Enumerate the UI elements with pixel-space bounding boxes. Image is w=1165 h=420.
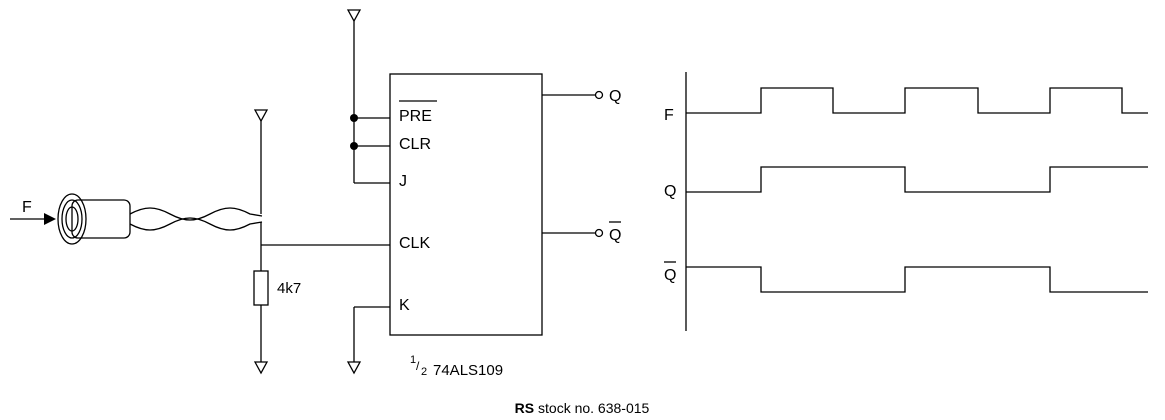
junction-dot [350, 142, 358, 150]
top-supply [346, 9, 390, 184]
pin-clr: CLR [399, 136, 431, 153]
footer-brand: RS [515, 400, 534, 416]
left-supply: 4k7 [253, 109, 390, 375]
output-q-bar: Q [609, 227, 621, 244]
supply-triangle-icon [253, 109, 269, 123]
part-fraction-num: 1 [410, 354, 416, 366]
output-q: Q [609, 88, 621, 105]
pin-pre: PRE [399, 108, 432, 125]
footer-stock-number: RS stock no. 638-015 [515, 400, 650, 416]
input-arrow-head [44, 213, 56, 225]
part-fraction-den: 2 [421, 366, 427, 378]
wave-label-q: Q [664, 183, 676, 200]
wave-label-f: F [664, 107, 674, 124]
wave-q-bar [686, 266, 1148, 293]
pin-j: J [399, 173, 407, 190]
flip-flop-ic: PRE CLR J CLK K Q Q [389, 73, 621, 336]
timing-diagram: F Q Q [664, 72, 1148, 331]
footer-text: stock no. 638-015 [534, 400, 649, 416]
ground-triangle-icon [346, 361, 362, 375]
resistor-label: 4k7 [277, 280, 301, 297]
part-name: 74ALS109 [433, 362, 503, 379]
junction-dot [350, 114, 358, 122]
pin-k: K [399, 297, 410, 314]
sensor-icon [57, 193, 131, 245]
pin-clk: CLK [399, 235, 430, 252]
ic-part-caption: 1 / 2 74ALS109 [410, 354, 503, 379]
supply-triangle-icon [346, 9, 362, 23]
ground-triangle-icon [253, 361, 269, 375]
k-ground [346, 306, 390, 375]
resistor-icon [253, 270, 269, 306]
output-terminal [594, 228, 604, 238]
wave-label-q-bar: Q [664, 267, 676, 284]
wave-q [686, 166, 1148, 193]
twisted-cable [129, 207, 263, 231]
svg-text:/: / [416, 359, 420, 373]
output-terminal [594, 90, 604, 100]
input-signal: F [10, 199, 56, 225]
input-label: F [22, 199, 32, 216]
wave-f [686, 87, 1148, 114]
